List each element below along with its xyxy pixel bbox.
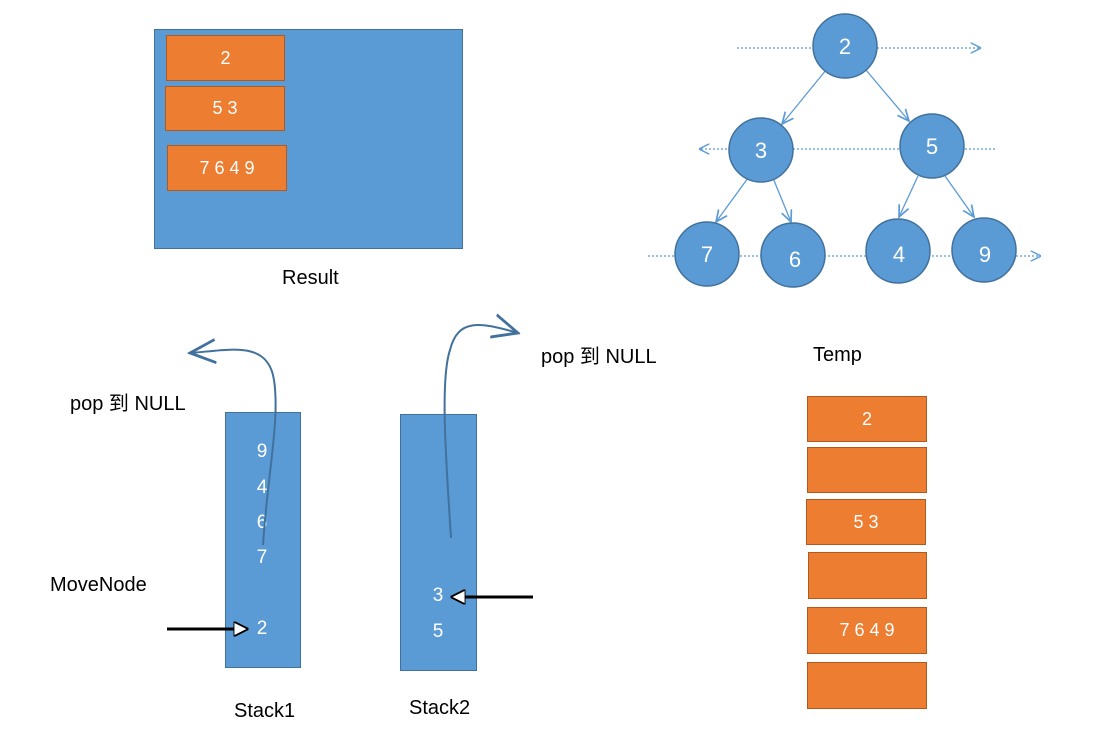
- tree-node-left: 3: [728, 117, 794, 183]
- temp-label: Temp: [813, 344, 862, 366]
- stack1-item-2: 4: [256, 477, 268, 498]
- tree-node-leaf-1: 7: [674, 221, 740, 287]
- stack2-label: Stack2: [409, 697, 471, 719]
- tree-node-leaf-4: 9: [951, 217, 1017, 283]
- temp-row-5: 7 6 4 9: [807, 607, 927, 654]
- stack2-item-1: 3: [432, 585, 444, 606]
- stack2-box: [400, 414, 477, 671]
- stack1-item-5: 2: [256, 618, 268, 639]
- result-row-1: 2: [166, 35, 285, 81]
- temp-row-4: [808, 552, 927, 599]
- result-row-3-text: 7 6 4 9: [199, 157, 255, 178]
- tree-node-root-value: 2: [839, 34, 851, 59]
- stack1-pop-note: pop 到 NULL: [70, 393, 186, 415]
- tree-node-left-value: 3: [755, 138, 767, 163]
- edge-2-3: [782, 69, 827, 124]
- temp-row-3: 5 3: [806, 499, 926, 545]
- tree-node-leaf-3: 4: [865, 218, 931, 284]
- result-row-2-text: 5 3: [212, 98, 238, 118]
- tree-node-leaf-2-value: 6: [789, 247, 801, 272]
- tree-node-leaf-4-value: 9: [979, 242, 991, 267]
- result-row-3: 7 6 4 9: [167, 145, 287, 191]
- tree-node-leaf-1-value: 7: [701, 242, 713, 267]
- tree-node-root: 2: [812, 13, 878, 79]
- result-label: Result: [282, 267, 339, 289]
- stack1-item-3: 6: [256, 512, 268, 533]
- temp-row-1: 2: [807, 396, 927, 442]
- stack1-item-1: 9: [256, 441, 268, 462]
- temp-row-3-text: 5 3: [853, 511, 879, 532]
- stack2-pop-arrow: [443, 325, 518, 539]
- temp-row-1-text: 2: [861, 408, 872, 429]
- temp-row-2: [807, 447, 927, 493]
- result-row-1-text: 2: [220, 47, 231, 68]
- stack2-item-2: 5: [432, 621, 444, 642]
- tree-node-leaf-3-value: 4: [893, 242, 905, 267]
- temp-row-5-text: 7 6 4 9: [839, 620, 895, 640]
- edge-2-5: [865, 69, 909, 121]
- edge-3-6: [772, 177, 791, 222]
- tree-node-leaf-2: 6: [760, 222, 826, 288]
- stack2-pop-note: pop 到 NULL: [541, 346, 657, 368]
- stack1-label: Stack1: [234, 700, 296, 722]
- edge-5-4: [899, 175, 919, 217]
- result-row-2: 5 3: [165, 86, 285, 131]
- edge-5-9: [944, 175, 974, 217]
- tree-node-right: 5: [899, 113, 965, 179]
- edge-3-7: [716, 177, 749, 222]
- tree-node-right-value: 5: [926, 134, 938, 159]
- stack1-pop-arrow: [190, 350, 277, 546]
- stack1-item-4: 7: [256, 547, 268, 568]
- movenode-label: MoveNode: [50, 574, 147, 596]
- temp-row-6: [807, 662, 927, 709]
